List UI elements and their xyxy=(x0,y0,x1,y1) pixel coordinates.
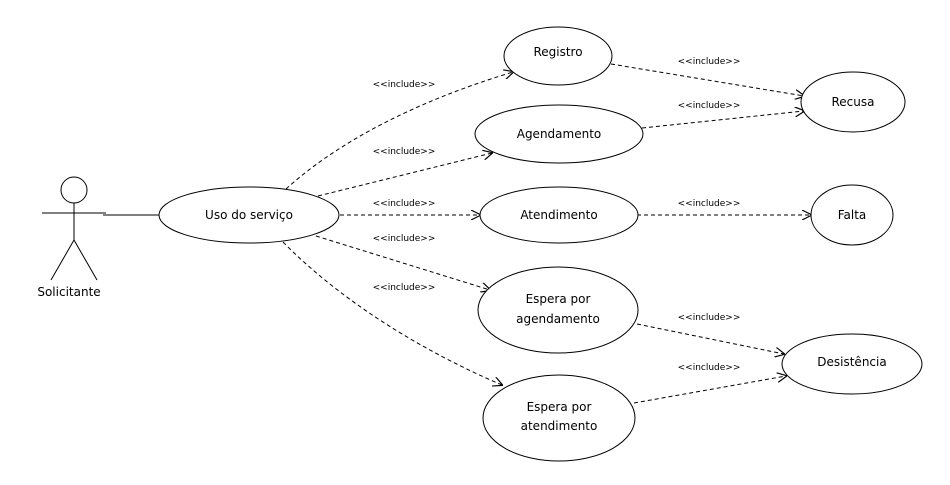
edge-label: <<include>> xyxy=(373,80,436,90)
actor-label: Solicitante xyxy=(37,285,100,299)
edge-label: <<include>> xyxy=(678,101,741,111)
edge-label: <<include>> xyxy=(373,199,436,209)
edge-uso-registro: <<include>> xyxy=(285,72,513,190)
edge-label: <<include>> xyxy=(678,363,741,373)
use-case-registro[interactable]: Registro xyxy=(503,26,613,86)
actor-head-icon xyxy=(60,176,88,204)
edge-agendamento-recusa: <<include>> xyxy=(641,101,804,129)
use-case-label: Recusa xyxy=(832,95,875,109)
edge-uso-espera-atendimento: <<include>> xyxy=(282,241,502,385)
use-case-agendamento[interactable]: Agendamento xyxy=(474,104,644,164)
use-case-label-line-1: Espera por xyxy=(527,400,592,414)
use-case-label-line-2: atendimento xyxy=(521,419,598,433)
edge-registro-recusa: <<include>> xyxy=(610,57,804,96)
edge-label: <<include>> xyxy=(678,313,741,323)
use-case-label: Agendamento xyxy=(517,127,602,141)
edge-label: <<include>> xyxy=(373,234,436,244)
use-case-label: Uso do serviço xyxy=(205,208,293,222)
edge-label: <<include>> xyxy=(678,57,741,67)
use-case-espera-por-atendimento[interactable]: Espera por atendimento xyxy=(482,374,636,462)
use-case-atendimento[interactable]: Atendimento xyxy=(479,186,639,244)
edge-uso-atendimento: <<include>> xyxy=(340,199,480,215)
actor-leg-right xyxy=(73,239,98,281)
actor-solicitante[interactable]: Solicitante xyxy=(37,176,106,299)
use-case-recusa[interactable]: Recusa xyxy=(800,71,906,133)
use-case-label: Desistência xyxy=(817,355,886,369)
use-case-uso-do-servico[interactable]: Uso do serviço xyxy=(158,186,340,244)
edge-label: <<include>> xyxy=(373,147,436,157)
use-case-label: Registro xyxy=(533,45,582,59)
edge-uso-agendamento: <<include>> xyxy=(317,147,492,197)
edge-espera-agendamento-desistencia: <<include>> xyxy=(636,313,784,354)
edge-espera-atendimento-desistencia: <<include>> xyxy=(633,363,786,404)
actor-leg-left xyxy=(50,239,75,281)
edge-uso-espera-agendamento: <<include>> xyxy=(315,234,490,290)
use-case-espera-por-agendamento[interactable]: Espera por agendamento xyxy=(477,266,639,354)
use-case-desistencia[interactable]: Desistência xyxy=(781,333,923,395)
edge-label: <<include>> xyxy=(373,283,436,293)
use-case-label: Falta xyxy=(838,208,867,222)
edge-label: <<include>> xyxy=(678,199,741,209)
use-case-label: Atendimento xyxy=(520,208,597,222)
edge-atendimento-falta: <<include>> xyxy=(637,199,811,215)
use-case-label-line-2: agendamento xyxy=(516,312,600,326)
use-case-falta[interactable]: Falta xyxy=(810,184,894,246)
use-case-label-line-1: Espera por xyxy=(526,292,591,306)
include-relations: <<include>> <<include>> <<include>> <<in… xyxy=(282,57,811,404)
